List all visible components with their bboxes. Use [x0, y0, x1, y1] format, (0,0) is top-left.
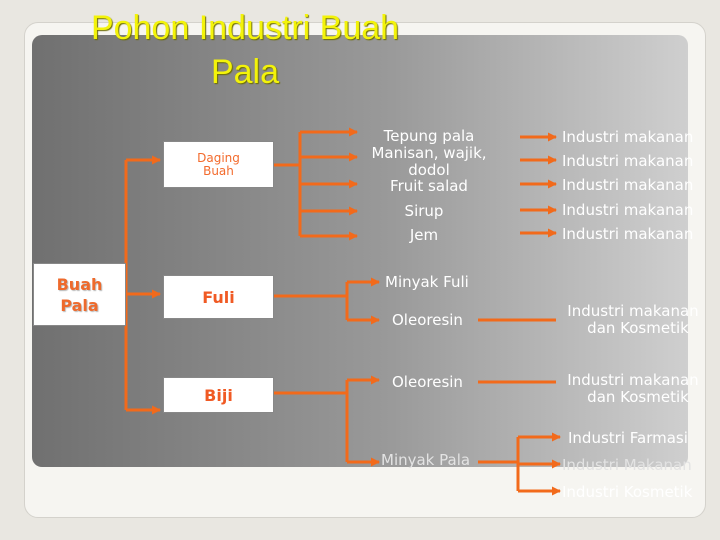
- product-tepung-pala: Tepung pala: [383, 127, 475, 145]
- root-node-buah-pala: Buah Pala: [33, 263, 126, 326]
- product-biji-oleoresin: Oleoresin: [392, 373, 463, 391]
- biji-industry-line-2: dan Kosmetik: [587, 388, 689, 406]
- daging-line-2: Buah: [203, 163, 234, 178]
- product-fruit-salad: Fruit salad: [390, 177, 468, 195]
- branch-node-fuli: Fuli: [163, 275, 274, 319]
- branch-node-daging-buah: Daging Buah: [163, 141, 274, 188]
- daging-line-1: Daging: [197, 150, 240, 165]
- industry-farmasi: Industri Farmasi: [568, 429, 688, 447]
- product-fuli-oleoresin: Oleoresin: [392, 311, 463, 329]
- product-manisan: Manisan, wajik,: [371, 144, 487, 162]
- fuli-industry-line-2: dan Kosmetik: [587, 319, 689, 337]
- branch-node-biji: Biji: [163, 377, 274, 413]
- biji-label: Biji: [204, 385, 233, 405]
- product-minyak-fuli: Minyak Fuli: [385, 273, 469, 291]
- industry-makanan-2: Industri makanan: [562, 152, 694, 170]
- fuli-industry-line-1: Industri makanan: [567, 302, 699, 320]
- industry-biji-makanan-kosmetik: Industri makanan dan Kosmetik: [558, 372, 708, 406]
- industry-fuli-makanan-kosmetik: Industri makanan dan Kosmetik: [558, 303, 708, 337]
- title-line-2: Pala: [210, 53, 280, 91]
- industry-makanan-3: Industri makanan: [562, 176, 694, 194]
- industry-makanan-4: Industri makanan: [562, 201, 694, 219]
- root-line-2: Pala: [60, 295, 99, 315]
- industry-makanan-pala: Industri Makanan: [562, 456, 692, 474]
- product-jem: Jem: [409, 226, 439, 244]
- product-minyak-pala: Minyak Pala: [381, 451, 471, 469]
- slide-panel: [32, 35, 688, 467]
- biji-industry-line-1: Industri makanan: [567, 371, 699, 389]
- root-line-1: Buah: [56, 274, 103, 294]
- title-line-1: Pohon Industri Buah: [90, 9, 400, 47]
- product-sirup: Sirup: [404, 202, 444, 220]
- fuli-label: Fuli: [202, 287, 235, 307]
- industry-makanan-5: Industri makanan: [562, 225, 694, 243]
- industry-kosmetik: Industri Kosmetik: [562, 483, 693, 501]
- industry-makanan-1: Industri makanan: [562, 128, 694, 146]
- product-dodol: dodol: [408, 161, 450, 179]
- diagram-title: Pohon Industri Buah Pala: [40, 6, 450, 94]
